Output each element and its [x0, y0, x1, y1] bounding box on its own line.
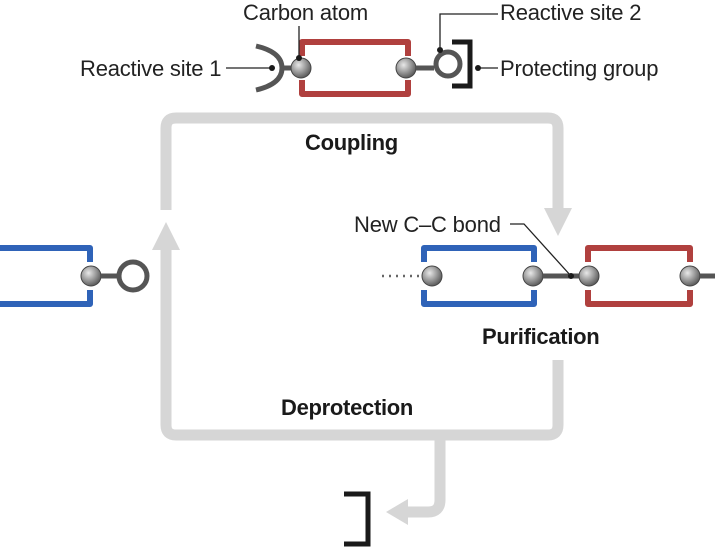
waste-branch-path	[405, 435, 446, 518]
coupling-arrowhead	[544, 208, 572, 236]
coupling-step-label: Coupling	[305, 130, 398, 155]
reactive-site-1-label: Reactive site 1	[80, 56, 221, 81]
chain-atom-1	[421, 265, 443, 287]
waste-arrowhead	[386, 499, 408, 525]
red-block-bottom	[299, 80, 411, 97]
new-cc-bond-leader	[510, 223, 572, 277]
deprotection-return-path	[160, 246, 564, 441]
new-cc-bond-label: New C–C bond	[354, 212, 501, 237]
cycle-arrows	[152, 112, 572, 525]
left-building-block	[0, 245, 150, 307]
left-block-ring	[116, 259, 150, 293]
protecting-group-label: Protecting group	[500, 56, 658, 81]
carbon-atom-label: Carbon atom	[243, 0, 368, 25]
coupling-arrow-path	[160, 112, 564, 212]
reactive-site-2-ring	[433, 49, 463, 79]
blue-block-left-top	[0, 245, 93, 262]
coupled-chain	[382, 223, 715, 307]
carbon-atom-right	[395, 57, 417, 79]
chain-atom-4	[679, 265, 701, 287]
top-leader-lines	[226, 13, 498, 71]
carbon-atom-left	[290, 57, 312, 79]
purification-step-label: Purification	[482, 324, 599, 349]
removed-protecting-group	[344, 491, 371, 547]
deprotection-arrowhead	[152, 222, 180, 250]
chain-atom-2	[522, 265, 544, 287]
chain-atom-3	[578, 265, 600, 287]
deprotection-step-label: Deprotection	[281, 395, 413, 420]
left-block-atom	[80, 265, 102, 287]
blue-block-left-bottom	[0, 290, 93, 307]
protecting-group-bracket	[452, 39, 473, 89]
top-building-block	[255, 39, 473, 97]
reactive-site-2-label: Reactive site 2	[500, 0, 641, 25]
red-block-top	[299, 39, 411, 56]
